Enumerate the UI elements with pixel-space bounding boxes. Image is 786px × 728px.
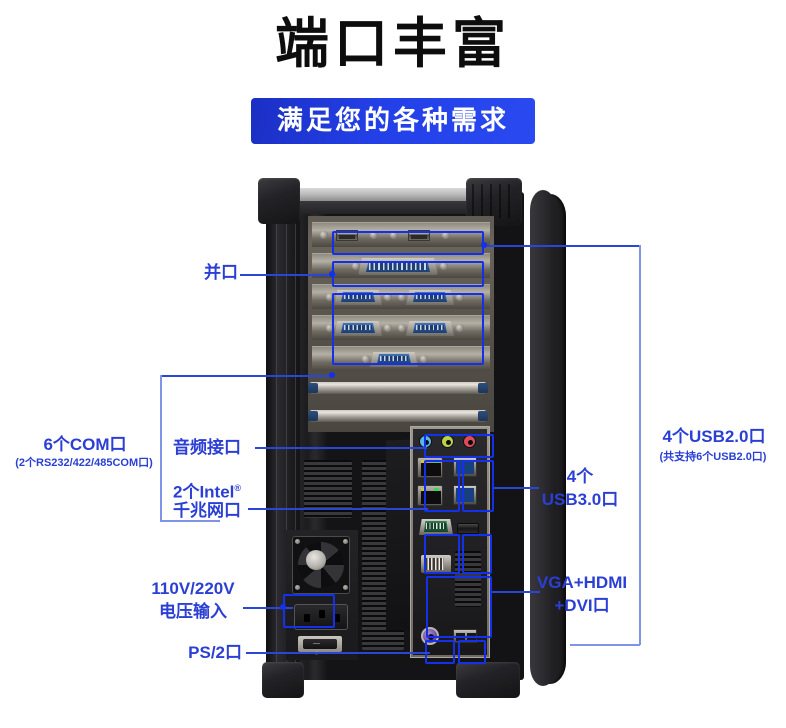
com-port-2 bbox=[406, 290, 454, 305]
audio-jack-line-out[interactable] bbox=[441, 435, 454, 448]
power-inlet-iec-c14[interactable] bbox=[294, 604, 348, 630]
com-bracket-bottom bbox=[160, 520, 220, 522]
subtitle-badge: 满足您的各种需求 bbox=[250, 98, 535, 144]
leader-line-parallel bbox=[240, 274, 336, 276]
power-supply-unit: — ○ bbox=[286, 530, 358, 660]
label-com-ports-sub: (2个RS232/422/485COM口) bbox=[15, 457, 153, 469]
leader-dot-parallel bbox=[329, 271, 335, 277]
label-usb3-line1: 4个 bbox=[566, 467, 594, 486]
leader-dot-com bbox=[329, 372, 335, 378]
com-port-4 bbox=[406, 321, 454, 336]
hdmi-port[interactable] bbox=[457, 523, 479, 534]
usb2-bracket-bottom bbox=[570, 644, 640, 646]
leader-line-usb3 bbox=[494, 487, 539, 489]
slot-com-bracket-1 bbox=[312, 284, 490, 309]
usb3-port-stack-1[interactable] bbox=[453, 457, 477, 477]
lan-port-1[interactable] bbox=[417, 457, 443, 478]
label-power-line2: 电压输入 bbox=[159, 602, 227, 621]
subtitle-container: 满足您的各种需求 bbox=[0, 98, 786, 144]
page-title: 端口丰富 bbox=[275, 14, 511, 74]
usb2-bracket-vertical bbox=[639, 245, 641, 645]
leader-dot-power bbox=[280, 604, 286, 610]
usb2-port-1 bbox=[336, 230, 358, 241]
label-parallel-port: 并口 bbox=[204, 263, 238, 282]
chassis-top-strip bbox=[282, 188, 498, 201]
chassis-photo: — ○ bbox=[258, 178, 566, 698]
motherboard-edge bbox=[386, 439, 412, 631]
leader-line-ps2 bbox=[246, 652, 430, 654]
label-ps2: PS/2口 bbox=[188, 643, 242, 662]
slot-com-bracket-2 bbox=[312, 315, 490, 340]
label-lan-line1: 2个Intel® bbox=[173, 477, 241, 504]
psu-fan bbox=[292, 536, 350, 594]
leader-line-lan bbox=[248, 508, 428, 510]
chassis-side-panel-inner bbox=[530, 190, 556, 686]
leader-line-power bbox=[243, 607, 293, 609]
motherboard-io-shield bbox=[410, 426, 490, 658]
com-port-1 bbox=[334, 290, 382, 305]
slot-com-bracket-3 bbox=[312, 346, 490, 371]
usb3-port-stack-2[interactable] bbox=[453, 485, 477, 505]
label-com-ports: 6个COM口 bbox=[43, 435, 127, 454]
audio-jack-mic[interactable] bbox=[463, 435, 476, 448]
chassis-top-bar bbox=[276, 200, 504, 214]
label-power-line1: 110V/220V bbox=[151, 579, 235, 598]
dvi-port[interactable] bbox=[421, 555, 451, 573]
vga-port[interactable] bbox=[419, 519, 453, 535]
ps2-port[interactable] bbox=[421, 627, 439, 645]
slot-usb2-bracket bbox=[312, 222, 490, 247]
corner-bumper-top-right bbox=[466, 178, 522, 226]
leader-line-usb2-top bbox=[484, 245, 640, 247]
registered-trademark-icon: ® bbox=[234, 483, 242, 493]
label-video-line1: VGA+HDMI bbox=[536, 573, 628, 592]
label-audio: 音频接口 bbox=[173, 438, 241, 457]
parallel-port-db25 bbox=[358, 258, 438, 275]
io-shield-vent bbox=[455, 551, 481, 607]
leader-line-audio bbox=[255, 447, 427, 449]
power-rocker-switch[interactable]: — ○ bbox=[298, 636, 342, 657]
corner-bumper-bottom-left bbox=[262, 662, 304, 698]
slot-parallel-bracket bbox=[312, 253, 490, 278]
usb2-port-bottom[interactable] bbox=[453, 629, 477, 643]
label-video-line2: +DVI口 bbox=[554, 596, 610, 615]
label-lan-text: 2个Intel bbox=[173, 482, 235, 502]
leader-dot-usb2-top bbox=[481, 242, 487, 248]
usb2-port-2 bbox=[408, 230, 430, 241]
leader-line-video bbox=[492, 591, 540, 593]
blank-slot-cover-2 bbox=[308, 410, 488, 422]
power-switch-marks: — ○ bbox=[303, 639, 337, 657]
expansion-backplate bbox=[308, 216, 494, 432]
label-usb2-sub: (共支持6个USB2.0口) bbox=[659, 451, 767, 463]
label-lan-line2: 千兆网口 bbox=[173, 501, 241, 520]
blank-slot-cover-1 bbox=[308, 382, 488, 394]
com-bracket-vertical bbox=[160, 375, 162, 521]
lan-port-2[interactable] bbox=[417, 485, 443, 506]
com-port-3 bbox=[334, 321, 382, 336]
corner-bumper-bottom-right bbox=[456, 662, 520, 698]
label-usb2: 4个USB2.0口 bbox=[662, 427, 766, 446]
corner-bumper-top-left bbox=[258, 178, 300, 224]
label-usb3-line2: USB3.0口 bbox=[541, 490, 619, 509]
com-port-5 bbox=[370, 352, 418, 367]
leader-line-com bbox=[161, 375, 333, 377]
